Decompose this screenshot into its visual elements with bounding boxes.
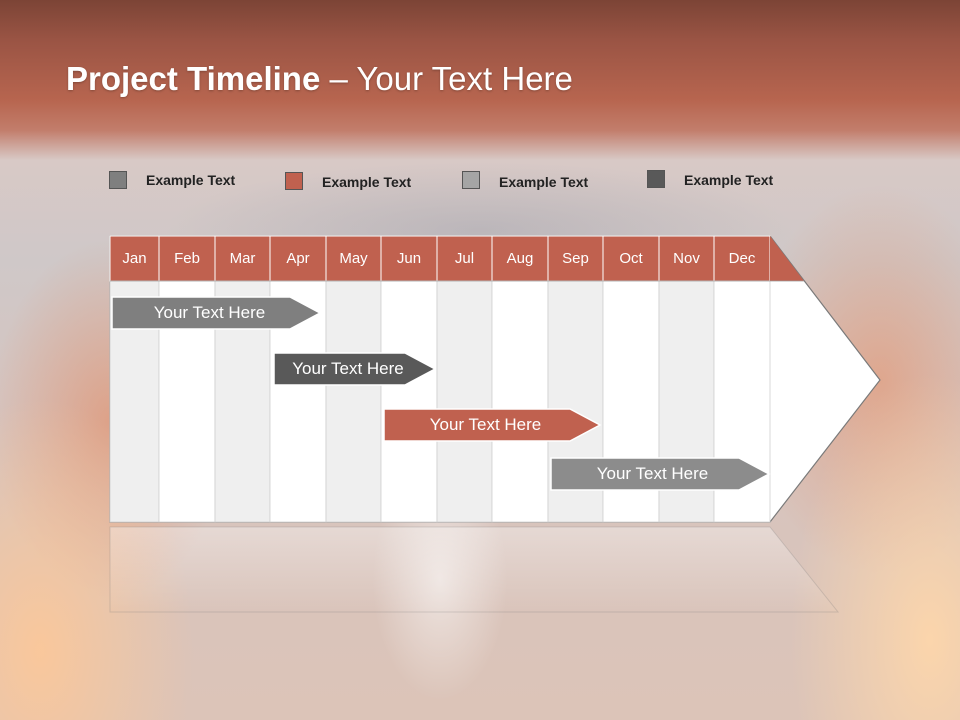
task-label-2: Your Text Here — [292, 359, 404, 378]
task-arrow-4[interactable]: Your Text Here — [550, 457, 771, 491]
legend-label-3: Example Text — [499, 174, 589, 190]
month-header-jun — [380, 235, 438, 282]
legend-swatch-1 — [109, 171, 127, 189]
task-arrow-shape-4 — [550, 457, 771, 491]
legend-label-4: Example Text — [684, 172, 774, 188]
legend-label-2: Example Text — [322, 174, 412, 190]
month-label-dec: Dec — [728, 250, 756, 267]
month-column-aug — [491, 280, 549, 523]
month-header-mar — [214, 235, 271, 282]
month-header-may — [325, 235, 382, 282]
task-label-4: Your Text Here — [596, 464, 709, 483]
month-label-may: May — [339, 250, 368, 267]
task-arrow-shape-3 — [383, 408, 602, 442]
legend-swatch-2 — [285, 172, 303, 190]
task-label-1: Your Text Here — [153, 303, 266, 322]
task-arrow-shape-1 — [111, 296, 322, 330]
month-label-jun: Jun — [396, 250, 422, 267]
month-label-apr: Apr — [286, 250, 310, 267]
page-title: Project Timeline – Your Text Here — [66, 60, 573, 98]
month-header-jan — [109, 235, 160, 282]
month-column-jun — [380, 280, 438, 523]
month-header-feb — [158, 235, 216, 282]
task-arrow-shape-2 — [273, 352, 437, 386]
legend-swatch-3 — [462, 171, 480, 189]
legend-swatch-4 — [647, 170, 665, 188]
month-label-nov: Nov — [673, 250, 700, 267]
month-column-jul — [436, 280, 493, 523]
title-bold: Project Timeline — [66, 60, 321, 97]
month-label-jan: Jan — [122, 250, 147, 267]
month-header-dec — [713, 235, 771, 282]
month-header-apr — [269, 235, 327, 282]
timeline-reflection — [109, 526, 840, 613]
month-column-may — [325, 280, 382, 523]
month-header-aug — [491, 235, 549, 282]
month-label-sep: Sep — [562, 250, 589, 267]
title-rest: – Your Text Here — [320, 60, 573, 97]
task-arrow-3[interactable]: Your Text Here — [383, 408, 602, 442]
header-arrow-tip — [770, 236, 804, 281]
month-label-mar: Mar — [229, 250, 256, 267]
task-label-3: Your Text Here — [429, 415, 542, 434]
task-arrow-1[interactable]: Your Text Here — [111, 296, 322, 330]
month-label-aug: Aug — [506, 250, 534, 267]
month-label-jul: Jul — [454, 250, 475, 267]
month-header-jul — [436, 235, 493, 282]
legend-label-1: Example Text — [146, 172, 236, 188]
month-label-oct: Oct — [619, 250, 643, 267]
month-label-feb: Feb — [174, 250, 200, 267]
task-arrow-2[interactable]: Your Text Here — [273, 352, 437, 386]
